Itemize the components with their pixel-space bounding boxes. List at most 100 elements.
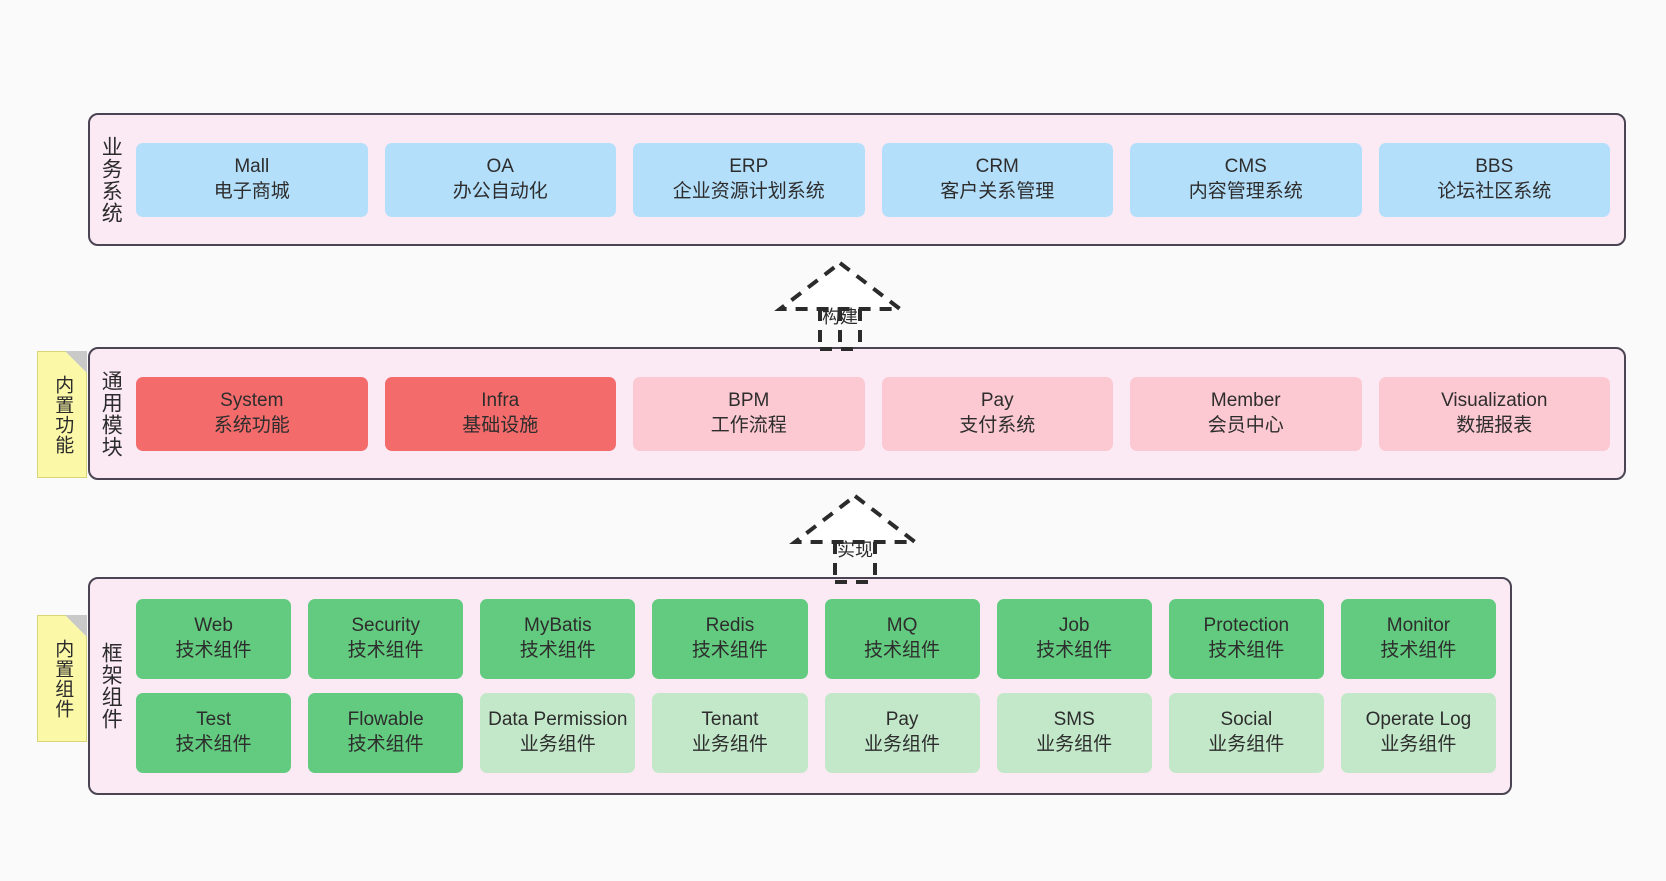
framework-tech-row: Web 技术组件 Security 技术组件 MyBatis 技术组件 Redi…: [136, 599, 1496, 679]
card-member-desc: 会员中心: [1207, 414, 1284, 436]
card-operate-log-name: Operate Log: [1365, 709, 1472, 731]
card-pay-module[interactable]: Pay 支付系统: [881, 376, 1113, 451]
note-builtin-component-label: 内置组件: [52, 638, 74, 719]
card-job-desc: 技术组件: [1036, 640, 1113, 661]
layer-common-title: 通用模块: [99, 369, 123, 458]
card-monitor-desc: 技术组件: [1380, 640, 1457, 661]
card-data-permission[interactable]: Data Permission 业务组件: [480, 693, 636, 773]
card-mall-desc: 电子商城: [213, 180, 290, 202]
card-sms[interactable]: SMS 业务组件: [996, 693, 1152, 773]
card-security[interactable]: Security 技术组件: [308, 599, 464, 679]
card-mq-desc: 技术组件: [864, 640, 941, 661]
card-cms-desc: 内容管理系统: [1188, 180, 1303, 202]
card-web[interactable]: Web 技术组件: [136, 599, 292, 679]
framework-biz-row: Test 技术组件 Flowable 技术组件 Data Permission …: [136, 693, 1496, 773]
card-redis[interactable]: Redis 技术组件: [652, 599, 808, 679]
connector-realize: 实现: [765, 492, 945, 584]
connector-realize-label: 实现: [837, 540, 873, 560]
layer-framework-title: 框架组件: [99, 642, 123, 730]
card-crm[interactable]: CRM 客户关系管理: [881, 142, 1113, 217]
card-tenant-name: Tenant: [701, 709, 759, 731]
card-sms-desc: 业务组件: [1036, 734, 1113, 755]
card-sms-name: SMS: [1053, 709, 1095, 731]
card-pay-component-name: Pay: [885, 709, 919, 731]
card-oa-name: OA: [486, 155, 514, 177]
card-cms[interactable]: CMS 内容管理系统: [1130, 142, 1362, 217]
card-protection-name: Protection: [1203, 615, 1290, 637]
card-infra[interactable]: Infra 基础设施: [384, 376, 616, 451]
card-protection[interactable]: Protection 技术组件: [1168, 599, 1324, 679]
card-flowable[interactable]: Flowable 技术组件: [308, 693, 464, 773]
card-monitor-name: Monitor: [1386, 615, 1451, 637]
card-data-permission-name: Data Permission: [488, 709, 628, 731]
card-member-name: Member: [1210, 389, 1281, 411]
card-visualization-name: Visualization: [1441, 389, 1548, 411]
card-redis-name: Redis: [705, 615, 755, 637]
card-pay-module-name: Pay: [980, 389, 1014, 411]
card-web-desc: 技术组件: [175, 640, 252, 661]
card-social[interactable]: Social 业务组件: [1168, 693, 1324, 773]
card-mall[interactable]: Mall 电子商城: [136, 142, 368, 217]
card-cms-name: CMS: [1224, 155, 1267, 177]
card-data-permission-desc: 业务组件: [519, 734, 596, 755]
card-erp[interactable]: ERP 企业资源计划系统: [633, 142, 865, 217]
card-system-desc: 系统功能: [213, 414, 290, 436]
note-builtin-function-label: 内置功能: [52, 374, 74, 455]
card-test-desc: 技术组件: [175, 734, 252, 755]
card-system[interactable]: System 系统功能: [136, 376, 368, 451]
connector-build-label: 构建: [822, 307, 858, 327]
card-mq-name: MQ: [886, 615, 918, 637]
card-erp-name: ERP: [729, 155, 769, 177]
card-bbs[interactable]: BBS 论坛社区系统: [1378, 142, 1610, 217]
card-mybatis-desc: 技术组件: [519, 640, 596, 661]
card-bpm-desc: 工作流程: [710, 414, 787, 436]
card-pay-module-desc: 支付系统: [959, 414, 1036, 436]
card-tenant[interactable]: Tenant 业务组件: [652, 693, 808, 773]
card-crm-name: CRM: [975, 155, 1019, 177]
card-security-name: Security: [351, 615, 420, 637]
card-test-name: Test: [196, 709, 231, 731]
card-infra-name: Infra: [481, 389, 520, 411]
business-card-row: Mall 电子商城 OA 办公自动化 ERP 企业资源计划系统 CRM 客户关系…: [136, 142, 1610, 217]
card-mq[interactable]: MQ 技术组件: [824, 599, 980, 679]
card-pay-component-desc: 业务组件: [864, 734, 941, 755]
card-test[interactable]: Test 技术组件: [136, 693, 292, 773]
layer-business-body: Mall 电子商城 OA 办公自动化 ERP 企业资源计划系统 CRM 客户关系…: [130, 115, 1624, 244]
connector-build-arrow: [774, 260, 906, 351]
common-card-row: System 系统功能 Infra 基础设施 BPM 工作流程 Pay 支付系统…: [136, 376, 1610, 451]
card-member[interactable]: Member 会员中心: [1130, 376, 1362, 451]
card-system-name: System: [220, 389, 284, 411]
card-flowable-name: Flowable: [347, 709, 424, 731]
card-security-desc: 技术组件: [347, 640, 424, 661]
card-bbs-name: BBS: [1475, 155, 1514, 177]
card-bpm[interactable]: BPM 工作流程: [633, 376, 865, 451]
card-social-name: Social: [1220, 709, 1273, 731]
layer-business-systems: 业务系统 Mall 电子商城 OA 办公自动化 ERP 企业资源计划系统 CRM…: [88, 113, 1626, 246]
card-flowable-desc: 技术组件: [347, 734, 424, 755]
layer-common-body: System 系统功能 Infra 基础设施 BPM 工作流程 Pay 支付系统…: [130, 349, 1624, 478]
connector-build: 构建: [750, 259, 930, 351]
card-web-name: Web: [194, 615, 233, 637]
note-builtin-component: 内置组件: [37, 615, 87, 742]
card-bbs-desc: 论坛社区系统: [1437, 180, 1552, 202]
card-job[interactable]: Job 技术组件: [996, 599, 1152, 679]
card-job-name: Job: [1058, 615, 1090, 637]
card-operate-log[interactable]: Operate Log 业务组件: [1340, 693, 1496, 773]
card-oa[interactable]: OA 办公自动化: [384, 142, 616, 217]
note-builtin-function: 内置功能: [37, 351, 87, 478]
card-mybatis[interactable]: MyBatis 技术组件: [480, 599, 636, 679]
connector-realize-arrow: [789, 493, 921, 584]
card-mybatis-name: MyBatis: [524, 615, 592, 637]
card-bpm-name: BPM: [728, 389, 770, 411]
card-crm-desc: 客户关系管理: [940, 180, 1055, 202]
card-redis-desc: 技术组件: [691, 640, 768, 661]
card-infra-desc: 基础设施: [462, 414, 539, 436]
card-pay-component[interactable]: Pay 业务组件: [824, 693, 980, 773]
card-social-desc: 业务组件: [1208, 734, 1285, 755]
card-visualization[interactable]: Visualization 数据报表: [1378, 376, 1610, 451]
card-mall-name: Mall: [234, 155, 270, 177]
card-monitor[interactable]: Monitor 技术组件: [1340, 599, 1496, 679]
layer-business-title: 业务系统: [99, 135, 123, 224]
layer-framework-components: 框架组件 Web 技术组件 Security 技术组件 MyBatis 技术组件…: [88, 577, 1512, 795]
